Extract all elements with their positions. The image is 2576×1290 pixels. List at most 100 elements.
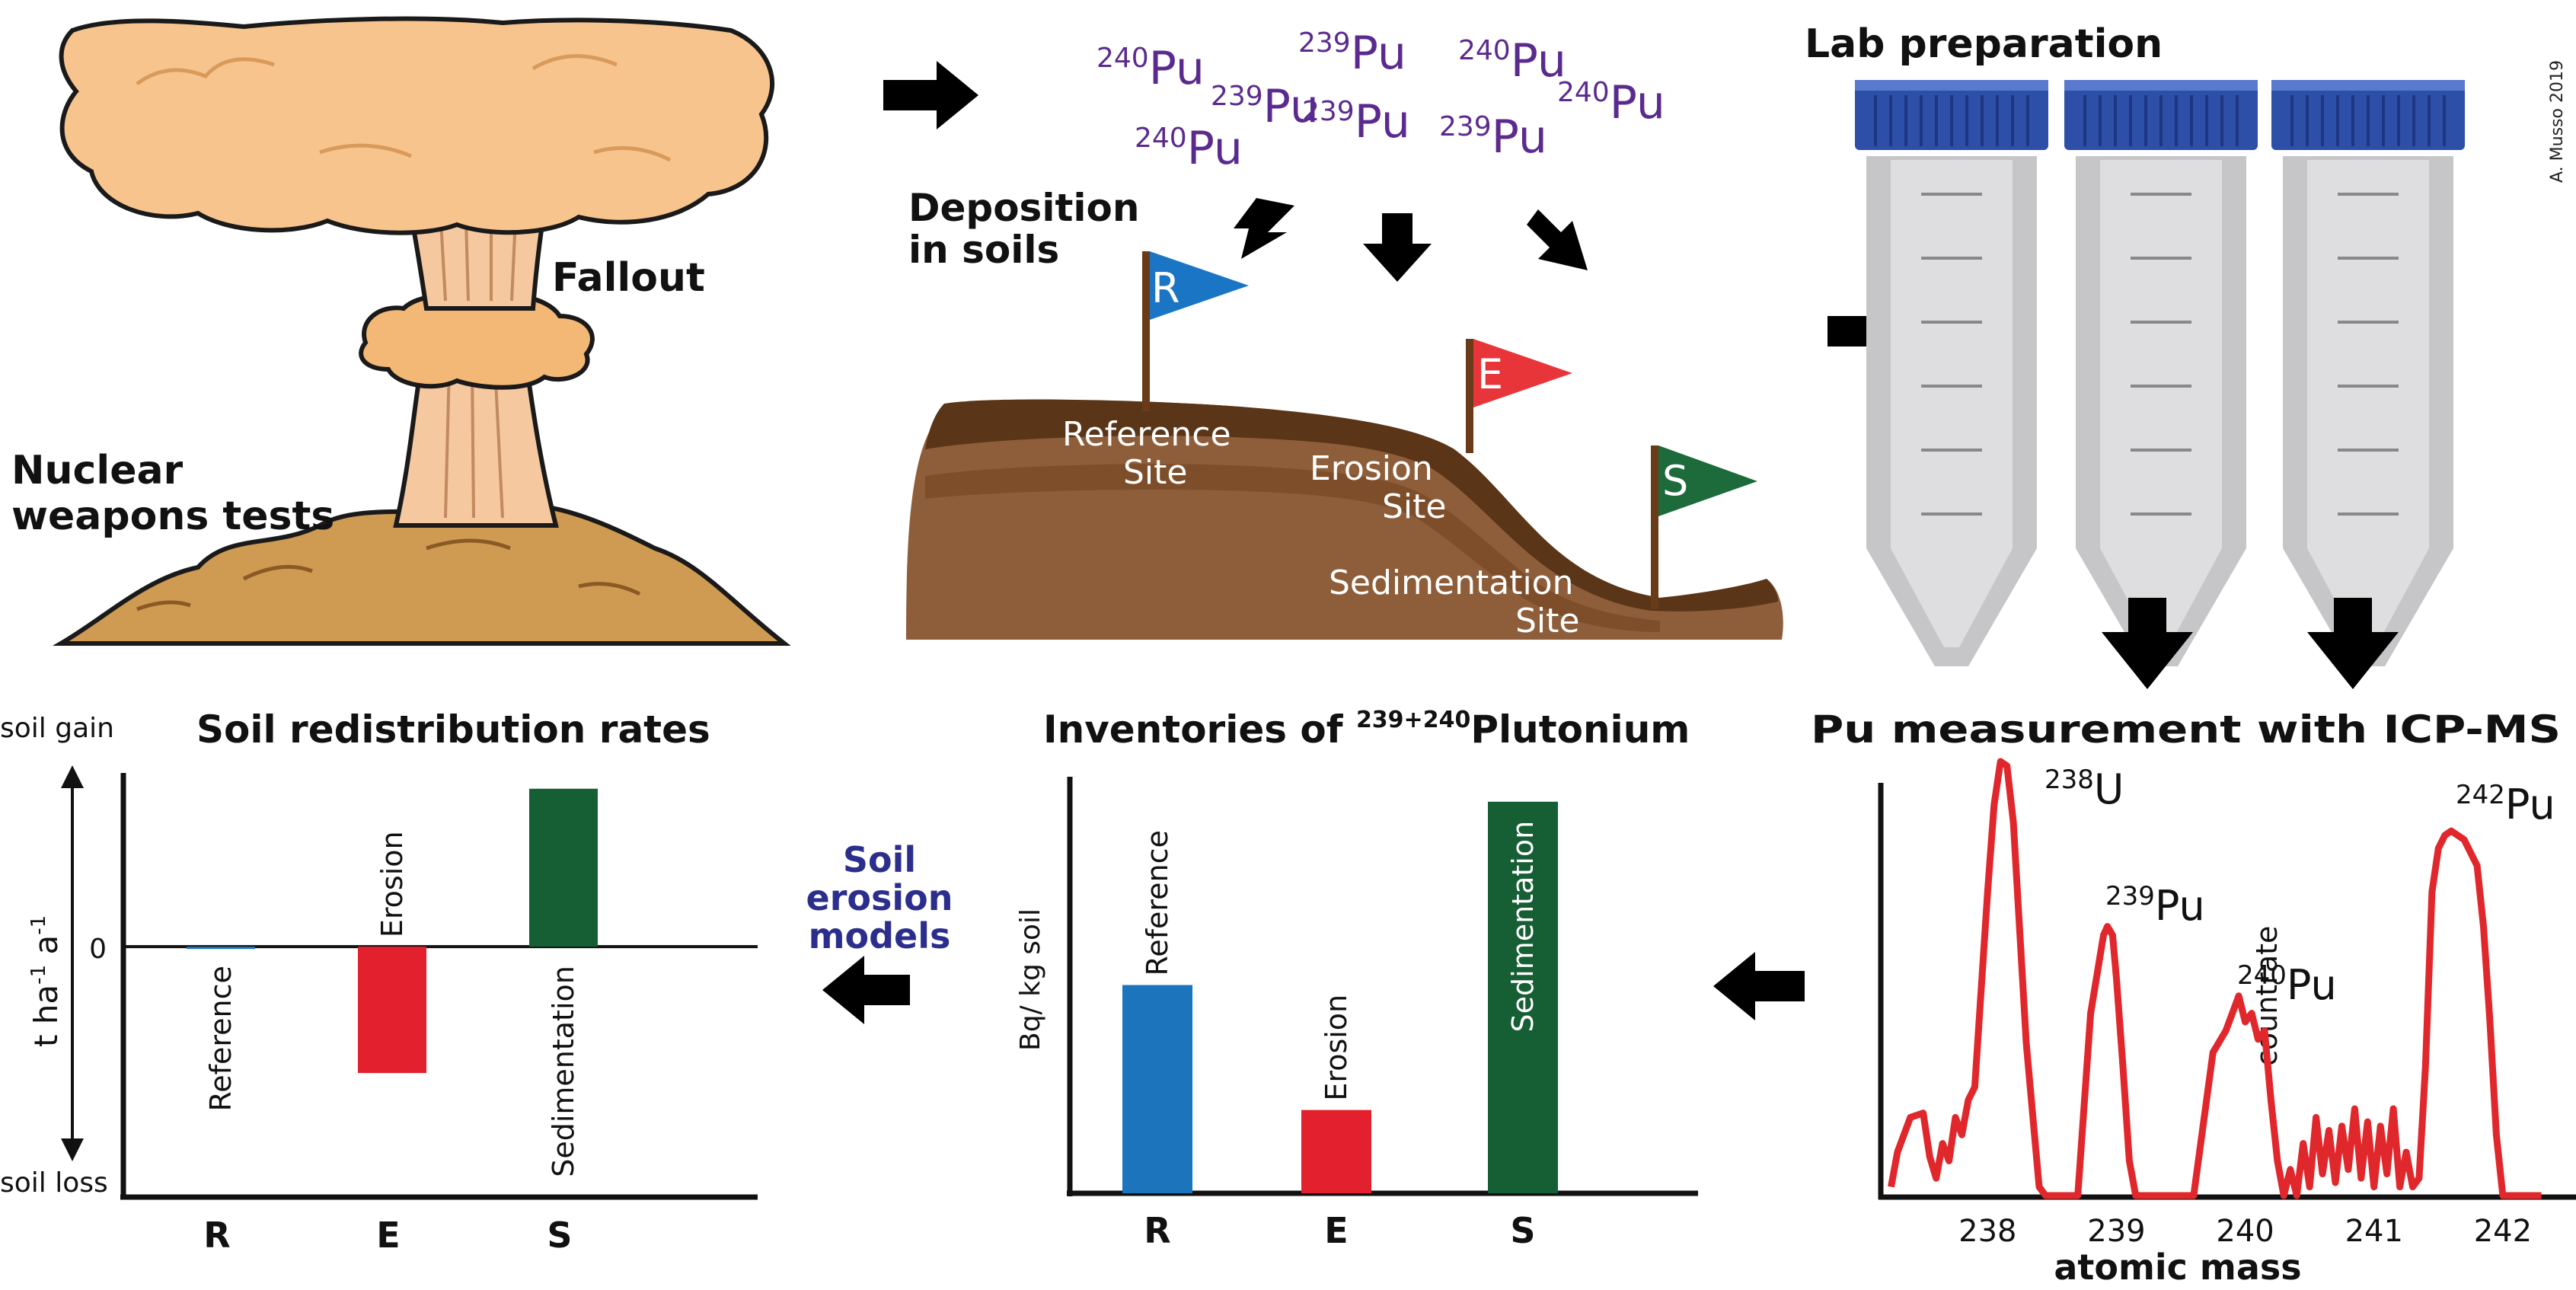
isotope-label: 240Pu (1096, 42, 1205, 95)
isotope-label: 240Pu (1557, 76, 1665, 129)
arrow-left-icon (822, 956, 910, 1024)
x-tick-label: S (547, 1215, 572, 1256)
bar-reference (1122, 985, 1192, 1193)
icpms-spectrum-line (1888, 758, 2542, 1199)
x-tick-label: E (376, 1215, 400, 1256)
x-tick-label: S (1510, 1210, 1535, 1251)
arrow-down-right-icon (1527, 209, 1588, 270)
rates-title: Soil redistribution rates (196, 707, 710, 752)
svg-text:239Pu: 239Pu (1298, 27, 1406, 80)
svg-text:239Pu: 239Pu (1302, 95, 1410, 148)
icpms-xlabel: atomic mass (2054, 1247, 2301, 1288)
centrifuge-tube (1855, 80, 2048, 666)
isotope-label: 239Pu (1211, 80, 1319, 133)
svg-text:240Pu: 240Pu (1557, 76, 1665, 129)
bar-label-below: Sedimentation (547, 966, 580, 1177)
bar-label-above: Erosion (1320, 995, 1353, 1101)
arrow-down-icon (2307, 598, 2399, 689)
svg-text:242Pu: 242Pu (2456, 780, 2555, 829)
site-label-reference-2: Site (1123, 453, 1187, 492)
svg-text:238U: 238U (2045, 765, 2124, 813)
site-label-sedimentation-2: Site (1515, 602, 1579, 640)
site-label-reference-1: Reference (1062, 415, 1231, 454)
icpms-x-tick-label: 241 (2345, 1214, 2403, 1249)
x-tick-label: R (1144, 1210, 1170, 1251)
tests-label-line1: Nuclear (11, 448, 184, 493)
isotope-label: 240Pu (1135, 122, 1243, 175)
icpms-x-tick-label: 238 (1958, 1214, 2016, 1249)
soil-loss-label: soil loss (0, 1167, 108, 1199)
flag-erosion: E (1466, 339, 1572, 453)
svg-text:erosion: erosion (806, 877, 953, 918)
peak-label-pu239: 239Pu (2105, 881, 2205, 930)
icpms-x-tick-label: 240 (2216, 1214, 2274, 1249)
svg-text:in soils: in soils (908, 228, 1059, 272)
svg-text:239Pu: 239Pu (1439, 110, 1547, 164)
peak-label-pu240: 240Pu (2237, 960, 2337, 1009)
flag-reference: R (1142, 251, 1249, 411)
zero-label: 0 (89, 934, 107, 965)
svg-text:240Pu: 240Pu (1458, 34, 1566, 88)
svg-text:E: E (1477, 350, 1503, 398)
tests-label-line2: weapons tests (11, 493, 334, 539)
gain-loss-arrow (61, 765, 84, 1161)
bar-sedimentation (529, 788, 598, 947)
arrow-down-left-icon (1234, 198, 1294, 259)
svg-text:Soil: Soil (843, 839, 916, 880)
erosion-models-label: Soil erosion models (806, 839, 953, 956)
icpms-x-tick-label: 239 (2087, 1214, 2145, 1249)
svg-text:240Pu: 240Pu (1096, 42, 1205, 95)
fallout-label: Fallout (552, 255, 705, 301)
svg-text:S: S (1662, 457, 1688, 505)
arrow-left-icon (1713, 952, 1805, 1020)
flag-sedimentation: S (1651, 445, 1757, 609)
credit-text: A. Musso 2019 (2548, 60, 2567, 183)
centrifuge-tube (2271, 80, 2465, 666)
svg-text:240Pu: 240Pu (1135, 122, 1243, 175)
deposition-title: Deposition in soils (908, 186, 1139, 272)
rates-ylabel: t ha-1 a-1 (27, 915, 65, 1047)
icpms-spectrum-chart: countrate atomic mass 238U 239Pu 240Pu 2… (1878, 758, 2576, 1288)
peak-label-u238: 238U (2045, 765, 2124, 813)
bar-erosion (358, 947, 426, 1074)
site-label-sedimentation-1: Sedimentation (1329, 564, 1573, 602)
bar-sedimentation (1488, 801, 1558, 1193)
inventories-title: Inventories of 239+240Plutonium (1043, 707, 1690, 752)
centrifuge-tube (2064, 80, 2258, 666)
fallout-labels: Nuclear weapons tests Fallout (11, 255, 705, 539)
x-tick-label: R (203, 1215, 230, 1256)
icpms-title: Pu measurement with ICP-MS (1811, 707, 2561, 752)
x-tick-label: E (1324, 1210, 1348, 1251)
icpms-x-tick-label: 242 (2474, 1214, 2532, 1249)
arrow-down-icon (2102, 598, 2193, 689)
svg-text:models: models (809, 915, 951, 956)
svg-text:239Pu: 239Pu (1211, 80, 1319, 133)
svg-text:R: R (1151, 264, 1180, 312)
arrow-down-icon (1363, 213, 1432, 282)
bar-label-inside: Sedimentation (1506, 821, 1540, 1033)
bar-label-below: Reference (204, 966, 238, 1111)
inventories-ylabel: Bq/ kg soil (1015, 908, 1046, 1051)
isotope-cloud: 240Pu 239Pu 240Pu 239Pu 240Pu 239Pu 239P… (1096, 27, 1665, 175)
svg-text:240Pu: 240Pu (2237, 960, 2337, 1009)
isotope-label: 239Pu (1298, 27, 1406, 80)
mushroom-cloud-illustration (52, 16, 791, 646)
isotope-label: 239Pu (1439, 110, 1547, 164)
isotope-label: 239Pu (1302, 95, 1410, 148)
centrifuge-tubes (1855, 80, 2465, 666)
bar-erosion (1301, 1110, 1371, 1193)
soil-hill (906, 399, 1783, 640)
soil-gain-label: soil gain (0, 713, 114, 744)
svg-text:239Pu: 239Pu (2105, 881, 2205, 930)
bar-label-above: Erosion (375, 831, 409, 937)
site-label-erosion-2: Site (1382, 487, 1446, 526)
site-label-erosion-1: Erosion (1310, 449, 1433, 488)
arrow-right-icon (883, 61, 978, 129)
fall-arrows (1234, 198, 1588, 282)
bar-label-above: Reference (1141, 830, 1174, 975)
peak-label-pu242: 242Pu (2456, 780, 2555, 829)
site-labels: Reference Site Erosion Site Sedimentatio… (1062, 415, 1579, 640)
